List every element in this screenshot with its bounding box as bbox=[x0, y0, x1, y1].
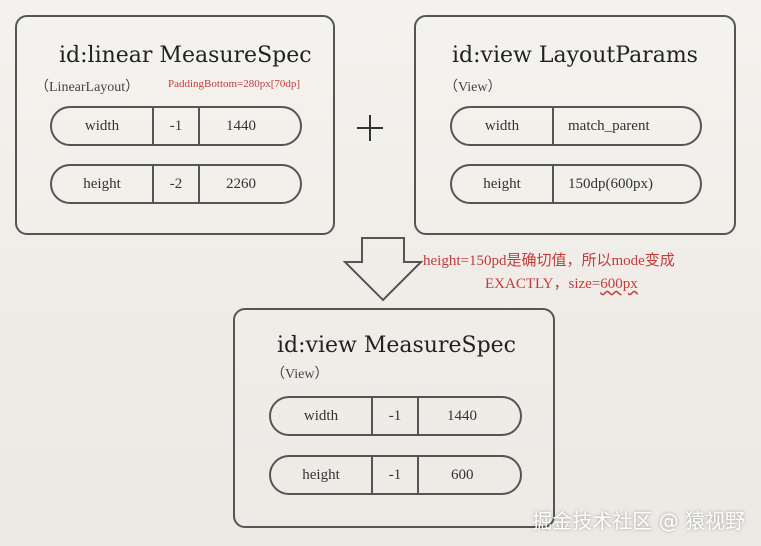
plus-icon: + bbox=[355, 113, 385, 143]
linear-width-row: width -1 1440 bbox=[50, 106, 302, 146]
annotation-prefix: EXACTLY，size= bbox=[485, 276, 601, 292]
view-params-height-row: height 150dp(600px) bbox=[450, 164, 702, 204]
view-params-width-row: width match_parent bbox=[450, 106, 702, 146]
mode-annotation-line2: EXACTLY，size=600px bbox=[485, 272, 638, 293]
view-params-subtitle: （View） bbox=[444, 80, 502, 95]
padding-note: PaddingBottom=280px[70dp] bbox=[168, 78, 301, 90]
annotation-size-value: 600px bbox=[600, 276, 638, 292]
row-label: height bbox=[302, 466, 340, 483]
row-size: 2260 bbox=[198, 166, 300, 202]
result-card-subtitle: （View） bbox=[271, 367, 329, 382]
row-mode: -2 bbox=[152, 166, 198, 202]
result-card-title: id:view MeasureSpec bbox=[277, 333, 516, 358]
view-layoutparams-card: id:view LayoutParams （View） width match_… bbox=[414, 15, 736, 235]
row-mode: -1 bbox=[152, 108, 198, 144]
down-arrow-icon bbox=[342, 237, 424, 302]
row-label: width bbox=[484, 117, 520, 134]
view-params-title: id:view LayoutParams bbox=[452, 43, 698, 68]
row-mode: -1 bbox=[371, 398, 417, 434]
linear-card-title: id:linear MeasureSpec bbox=[59, 43, 312, 68]
linear-card-subtitle: （LinearLayout） bbox=[35, 80, 140, 95]
row-label: width bbox=[303, 407, 339, 424]
row-label: height bbox=[483, 175, 521, 192]
mode-annotation-line1: height=150pd是确切值，所以mode变成 bbox=[423, 253, 675, 269]
row-label: height bbox=[83, 175, 121, 192]
watermark: 掘金技术社区 @ 猿视野 bbox=[532, 509, 745, 533]
row-label: width bbox=[84, 117, 120, 134]
row-value: match_parent bbox=[552, 108, 700, 144]
row-size: 600 bbox=[417, 457, 520, 493]
result-width-row: width -1 1440 bbox=[269, 396, 522, 436]
linear-measurespec-card: id:linear MeasureSpec （LinearLayout） Pad… bbox=[15, 15, 335, 235]
row-value: 150dp(600px) bbox=[552, 166, 700, 202]
result-height-row: height -1 600 bbox=[269, 455, 522, 495]
view-measurespec-card: id:view MeasureSpec （View） width -1 1440… bbox=[233, 308, 555, 528]
row-mode: -1 bbox=[371, 457, 417, 493]
row-size: 1440 bbox=[198, 108, 300, 144]
row-size: 1440 bbox=[417, 398, 520, 434]
linear-height-row: height -2 2260 bbox=[50, 164, 302, 204]
